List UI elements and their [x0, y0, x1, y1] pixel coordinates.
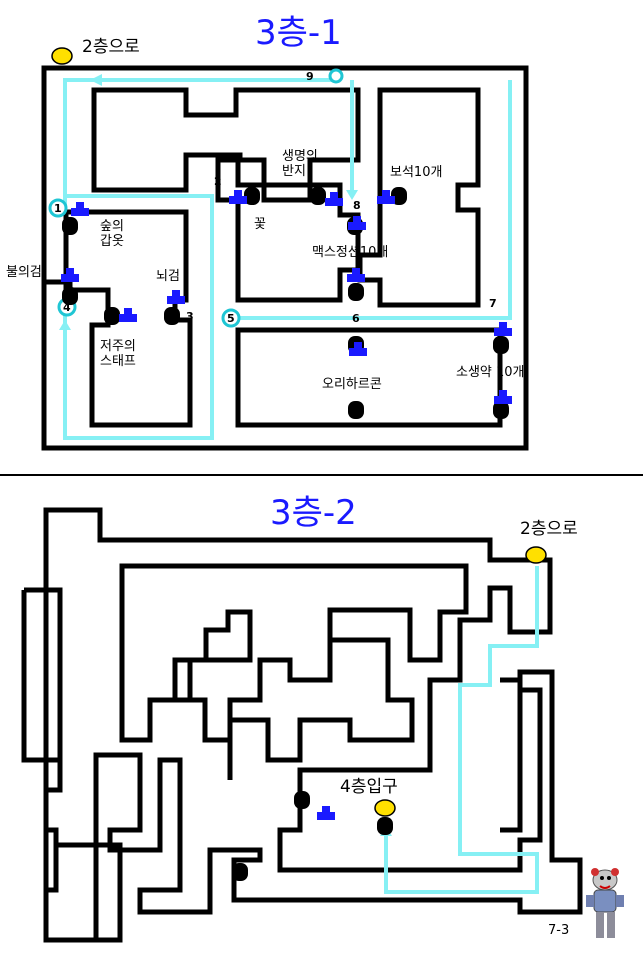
door	[348, 283, 364, 301]
marker-1: 1	[54, 202, 62, 215]
route-line-floor2	[384, 566, 539, 894]
marker-8: 8	[353, 199, 361, 212]
mascot-sprite	[586, 868, 624, 938]
marker-5-circle	[221, 308, 241, 328]
door	[377, 817, 393, 835]
route-line-1	[63, 78, 335, 208]
wall-block-bottom	[235, 327, 503, 428]
door	[62, 217, 78, 235]
route-line-3	[238, 80, 512, 320]
floor-3-2-map: 3층-2 2층으로 4층입구	[21, 493, 583, 943]
outer-wall	[41, 65, 529, 451]
chest-icon	[167, 290, 185, 304]
wall-block-top-right	[357, 87, 481, 308]
maze-wall-right	[500, 677, 523, 833]
stairs-up-label: 2층으로	[82, 37, 140, 57]
door	[294, 791, 310, 809]
wall-block-left	[63, 209, 193, 428]
floor-2-title: 3층-2	[270, 493, 357, 533]
door	[348, 401, 364, 419]
marker-9: 9	[306, 70, 314, 83]
maze-wall-upper	[119, 563, 469, 743]
door	[104, 307, 120, 325]
wall-block-top-left	[91, 87, 361, 193]
item-max-potion: 맥스정션10개	[312, 245, 388, 260]
door	[232, 863, 248, 881]
route-arrow-up	[59, 320, 71, 330]
chest-icon	[317, 806, 335, 820]
item-flower: 꽃	[254, 217, 266, 232]
marker-4: 4	[63, 301, 71, 314]
maze-wall-bottom-left	[56, 842, 123, 943]
door	[62, 287, 78, 305]
door	[310, 187, 326, 205]
marker-5: 5	[227, 312, 235, 325]
marker-6: 6	[352, 312, 360, 325]
marker-2: 2	[214, 175, 222, 188]
item-fire-sword: 불의검	[6, 265, 42, 280]
stairs-up-label-floor2: 2층으로	[520, 519, 578, 539]
page-number: 7-3	[548, 923, 569, 938]
item-gems: 보석10개	[390, 165, 442, 180]
route-arrow-left	[90, 74, 102, 86]
marker-3: 3	[186, 310, 194, 323]
maze-outer-wall	[43, 507, 583, 943]
marker-9-circle	[328, 68, 344, 84]
route-line-4	[63, 194, 214, 440]
chest-icon	[494, 390, 512, 404]
chest-icon	[494, 322, 512, 336]
item-thunder-sword: 뇌검	[156, 269, 180, 284]
stairs-exit-marker	[374, 799, 396, 817]
wall-block-center	[215, 157, 361, 303]
chest-icon	[71, 202, 89, 216]
route-arrow-down	[346, 190, 358, 200]
item-orichalcum: 오리하르콘	[322, 377, 382, 392]
door	[164, 307, 180, 325]
floor-1-title: 3층-1	[255, 13, 342, 53]
stairs-up-marker-floor2	[525, 546, 547, 564]
chest-icon	[119, 308, 137, 322]
maze-wall-left	[21, 587, 63, 890]
stairs-up-marker	[51, 47, 73, 65]
exit-label: 4층입구	[340, 777, 398, 797]
item-revive-potion: 소생약 10개	[456, 365, 525, 380]
door	[493, 336, 509, 354]
maze-wall-middle	[227, 637, 415, 780]
marker-7: 7	[489, 297, 497, 310]
marker-1-circle	[48, 198, 68, 218]
floor-3-1-map: 3층-1 2층으로 1 4 5 9 2 3 6 7 8	[6, 13, 529, 451]
